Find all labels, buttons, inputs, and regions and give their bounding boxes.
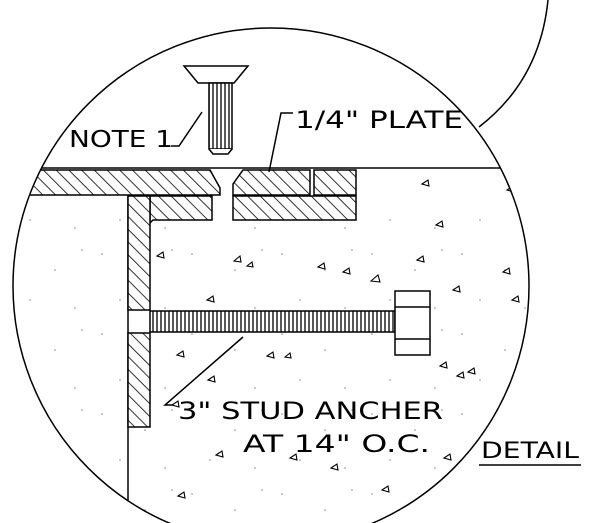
countersunk-screw <box>182 65 250 155</box>
stud-anchor-shaft <box>149 310 396 333</box>
angle-vertical-leg-lower <box>127 332 151 428</box>
detail-title: DETAIL <box>481 439 580 464</box>
detail-circle <box>12 27 530 523</box>
stud-anchor-label: 3" STUD ANCHER <box>178 397 443 425</box>
lower-plate <box>232 195 357 221</box>
stud-anchor-spacing-label: AT 14" O.C. <box>243 430 430 458</box>
top-plate-quarter-inch <box>232 169 311 196</box>
stud-anchor-head <box>394 290 431 356</box>
plate-label: 1/4" PLATE <box>295 106 463 134</box>
concrete-fill <box>13 195 529 523</box>
callout-arc <box>478 0 549 128</box>
angle-horizontal-leg <box>149 195 213 225</box>
aggregate-marks <box>155 179 520 499</box>
top-plate-right <box>313 169 357 196</box>
top-plate-left <box>13 169 221 196</box>
detail-section <box>13 167 529 523</box>
leader-lines <box>162 111 293 406</box>
note-1-label: NOTE 1 <box>69 127 173 153</box>
angle-vertical-leg-upper <box>127 195 151 311</box>
